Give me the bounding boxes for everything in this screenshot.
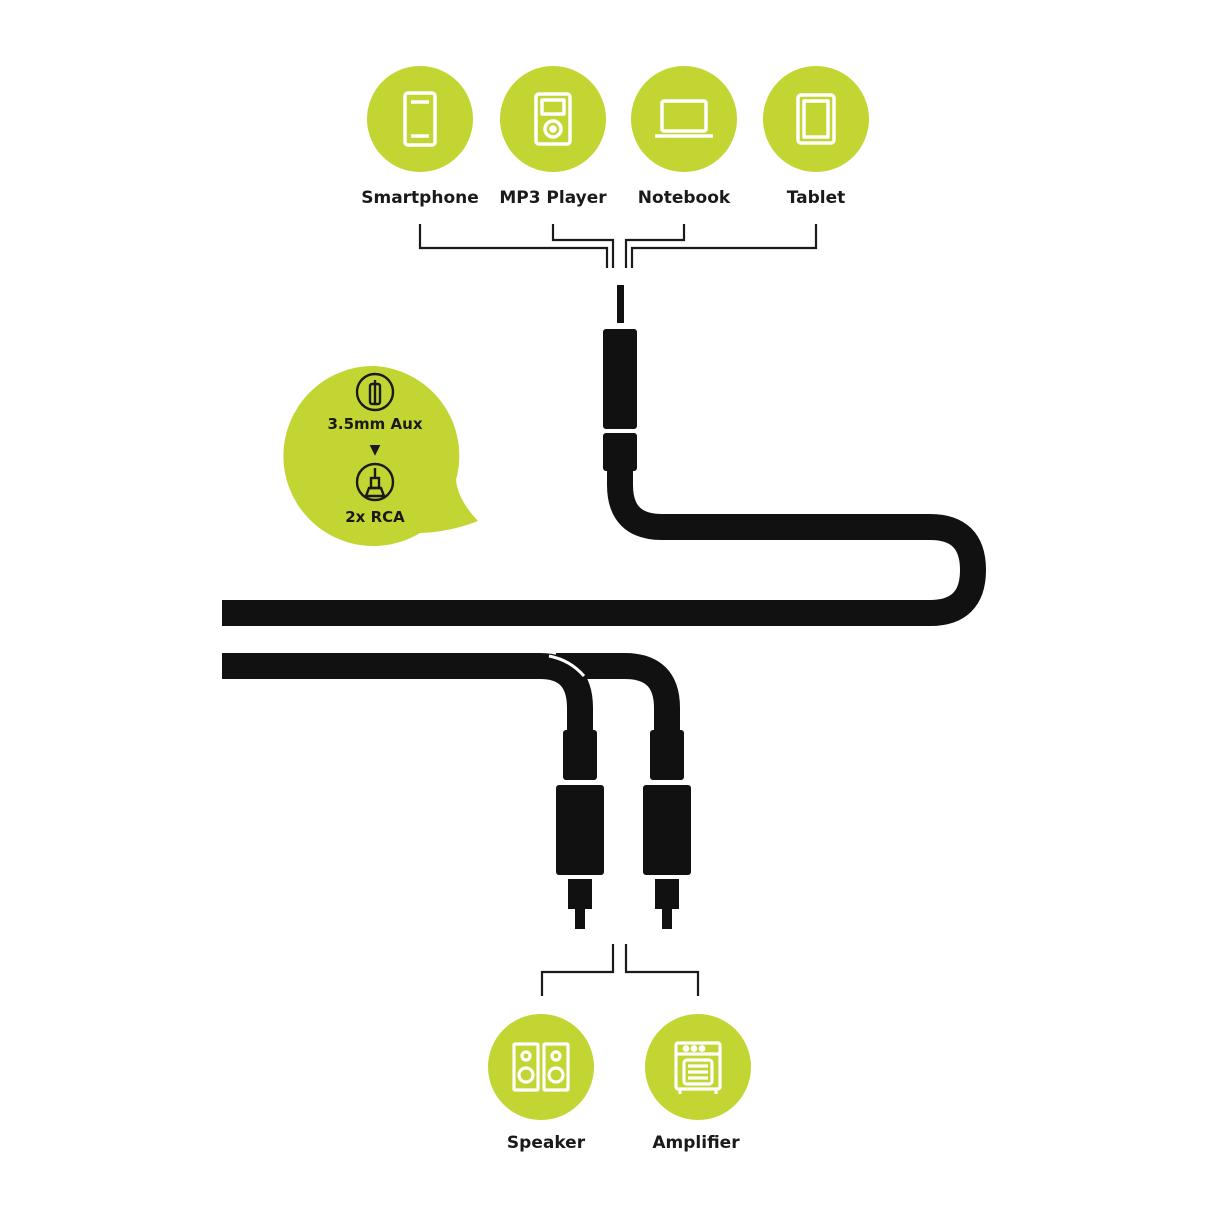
source-smartphone: Smartphone bbox=[361, 66, 479, 208]
source-label-mp3-player: MP3 Player bbox=[499, 188, 607, 208]
cable-split bbox=[222, 653, 680, 730]
source-bracket bbox=[418, 224, 818, 268]
tablet-icon bbox=[796, 93, 836, 145]
speaker-circle bbox=[488, 1014, 594, 1120]
output-label-amplifier: Amplifier bbox=[652, 1133, 740, 1153]
rca-plug-icon bbox=[355, 462, 395, 502]
source-notebook: Notebook bbox=[631, 66, 737, 208]
output-bracket bbox=[540, 944, 700, 996]
notebook-icon bbox=[655, 99, 713, 138]
source-label-tablet: Tablet bbox=[787, 188, 846, 208]
speaker-icon bbox=[512, 1042, 570, 1092]
output-label-speaker: Speaker bbox=[507, 1133, 586, 1153]
output-amplifier: Amplifier bbox=[645, 1014, 751, 1153]
conversion-bubble: 3.5mm Aux ▼ 2x RCA bbox=[283, 365, 478, 546]
rca-right-body bbox=[643, 785, 691, 875]
rca-plug-left bbox=[556, 730, 604, 929]
aux-plug-tip bbox=[617, 285, 624, 323]
rca-left-sleeve bbox=[568, 879, 592, 909]
smartphone-circle bbox=[367, 66, 473, 172]
cable-main-loop bbox=[222, 470, 986, 626]
source-label-notebook: Notebook bbox=[638, 188, 731, 208]
rca-right-collar bbox=[650, 730, 684, 780]
aux-plug-icon bbox=[355, 372, 395, 412]
cable-branch-left bbox=[222, 653, 593, 730]
amplifier-icon bbox=[674, 1041, 722, 1094]
cable-branch-right bbox=[556, 653, 680, 730]
cable-split-highlight bbox=[548, 654, 586, 677]
aux-plug bbox=[603, 285, 637, 471]
rca-right-pin bbox=[662, 909, 672, 929]
rca-plug-right bbox=[643, 730, 691, 929]
bubble-shape bbox=[283, 365, 478, 546]
bubble-to-label: 2x RCA bbox=[345, 508, 405, 526]
rca-left-body bbox=[556, 785, 604, 875]
rca-right-sleeve bbox=[655, 879, 679, 909]
output-speaker: Speaker bbox=[488, 1014, 594, 1153]
mp3-player-icon bbox=[534, 92, 572, 146]
aux-plug-collar bbox=[603, 433, 637, 471]
source-mp3-player: MP3 Player bbox=[499, 66, 607, 208]
rca-left-pin bbox=[575, 909, 585, 929]
tablet-circle bbox=[763, 66, 869, 172]
cable bbox=[222, 470, 986, 626]
source-label-smartphone: Smartphone bbox=[361, 188, 479, 208]
rca-left-collar bbox=[563, 730, 597, 780]
smartphone-icon bbox=[403, 91, 437, 147]
aux-plug-body bbox=[603, 329, 637, 429]
bubble-from-label: 3.5mm Aux bbox=[327, 415, 422, 433]
notebook-circle bbox=[631, 66, 737, 172]
source-tablet: Tablet bbox=[763, 66, 869, 208]
bubble-arrow: ▼ bbox=[370, 442, 381, 458]
mp3-player-circle bbox=[500, 66, 606, 172]
